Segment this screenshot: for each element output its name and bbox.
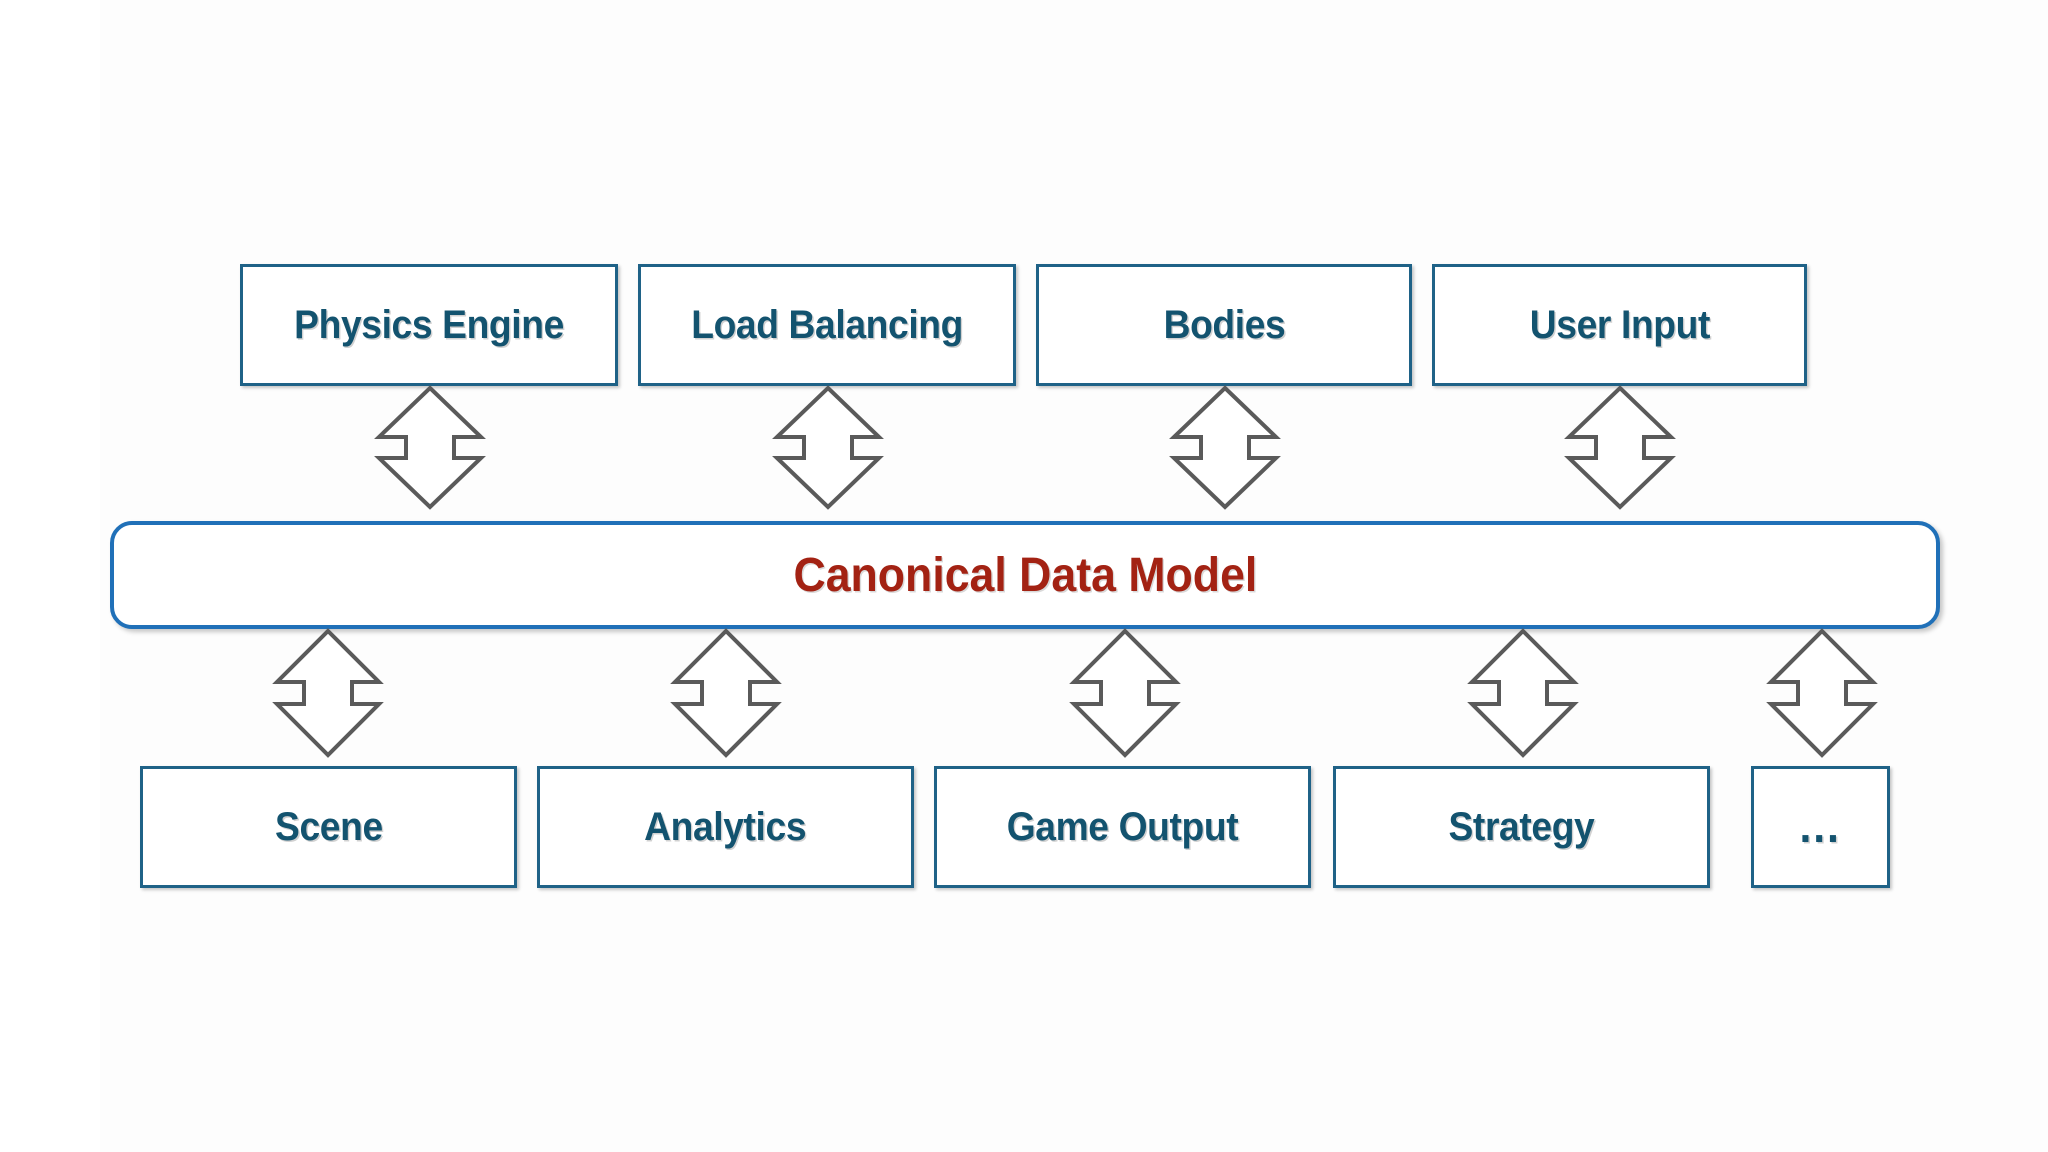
connector-bodies (1169, 385, 1281, 510)
node-bodies[interactable]: Bodies (1036, 264, 1412, 386)
double-arrow-icon (1766, 628, 1878, 758)
node-label: Load Balancing (691, 302, 963, 347)
node-physics-engine[interactable]: Physics Engine (240, 264, 618, 386)
node-strategy[interactable]: Strategy (1333, 766, 1710, 888)
node-user-input[interactable]: User Input (1432, 264, 1807, 386)
double-arrow-icon (272, 628, 384, 758)
double-arrow-icon (670, 628, 782, 758)
node-label: User Input (1529, 302, 1710, 347)
node-more[interactable]: ... (1751, 766, 1890, 888)
double-arrow-icon (1467, 628, 1579, 758)
double-arrow-icon (374, 385, 486, 510)
connector-load-balancing (772, 385, 884, 510)
connector-strategy (1467, 628, 1579, 758)
canonical-data-model-bar[interactable]: Canonical Data Model (110, 521, 1940, 629)
connector-more (1766, 628, 1878, 758)
node-label: Bodies (1163, 302, 1285, 347)
connector-analytics (670, 628, 782, 758)
node-label: Game Output (1006, 804, 1239, 849)
double-arrow-icon (1564, 385, 1676, 510)
node-label: Analytics (644, 804, 807, 849)
double-arrow-icon (1169, 385, 1281, 510)
connector-physics-engine (374, 385, 486, 510)
node-label: ... (1799, 800, 1842, 853)
connector-game-output (1069, 628, 1181, 758)
canonical-data-model-label: Canonical Data Model (793, 548, 1257, 602)
node-scene[interactable]: Scene (140, 766, 517, 888)
node-label: Strategy (1448, 804, 1595, 849)
node-label: Scene (274, 804, 383, 849)
node-game-output[interactable]: Game Output (934, 766, 1311, 888)
node-load-balancing[interactable]: Load Balancing (638, 264, 1016, 386)
node-analytics[interactable]: Analytics (537, 766, 914, 888)
double-arrow-icon (772, 385, 884, 510)
connector-scene (272, 628, 384, 758)
node-label: Physics Engine (294, 302, 564, 347)
double-arrow-icon (1069, 628, 1181, 758)
connector-user-input (1564, 385, 1676, 510)
